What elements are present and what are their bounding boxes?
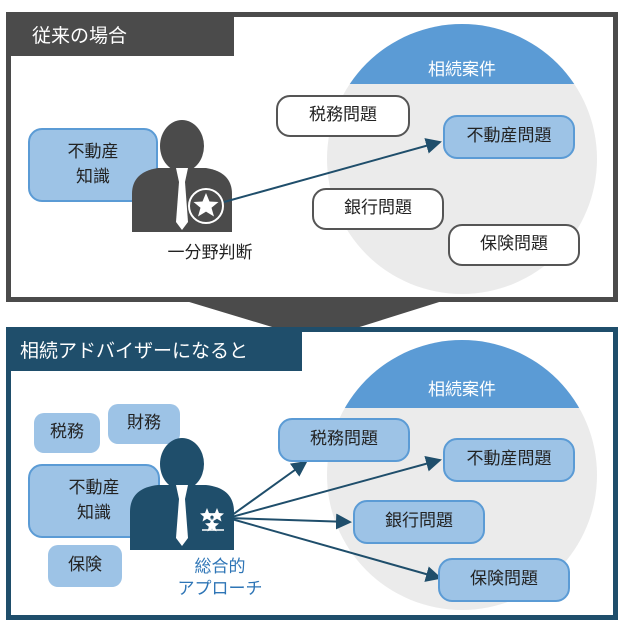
arrow-to-bank xyxy=(227,513,352,530)
after-issue-bank: 銀行問題 xyxy=(353,500,485,544)
after-circle-label: 相続案件 xyxy=(327,340,597,408)
after-issue-insurance: 保険問題 xyxy=(438,558,570,602)
before-issue-insurance: 保険問題 xyxy=(448,224,580,266)
before-issue-real-estate: 不動産問題 xyxy=(443,115,575,159)
before-issue-tax: 税務問題 xyxy=(276,95,410,137)
after-skill-assets: 財務 xyxy=(108,404,180,444)
arrow-to-insurance xyxy=(227,517,442,582)
before-tab-title: 従来の場合 xyxy=(6,12,234,56)
after-skill-tax: 税務 xyxy=(34,413,100,453)
before-issue-bank: 銀行問題 xyxy=(312,188,444,230)
after-skill-insurance: 保険 xyxy=(48,545,122,587)
before-circle-label: 相続案件 xyxy=(327,24,597,84)
arrow-to-tax xyxy=(227,460,308,519)
after-issue-real-estate: 不動産問題 xyxy=(443,438,575,482)
after-tab-title: 相続アドバイザーになると xyxy=(6,327,302,371)
after-person-caption: 総合的 アプローチ xyxy=(177,557,263,600)
after-issue-tax: 税務問題 xyxy=(278,418,410,462)
arrow-to-real-estate xyxy=(227,455,442,519)
before-person-caption: 一分野判断 xyxy=(167,243,253,263)
